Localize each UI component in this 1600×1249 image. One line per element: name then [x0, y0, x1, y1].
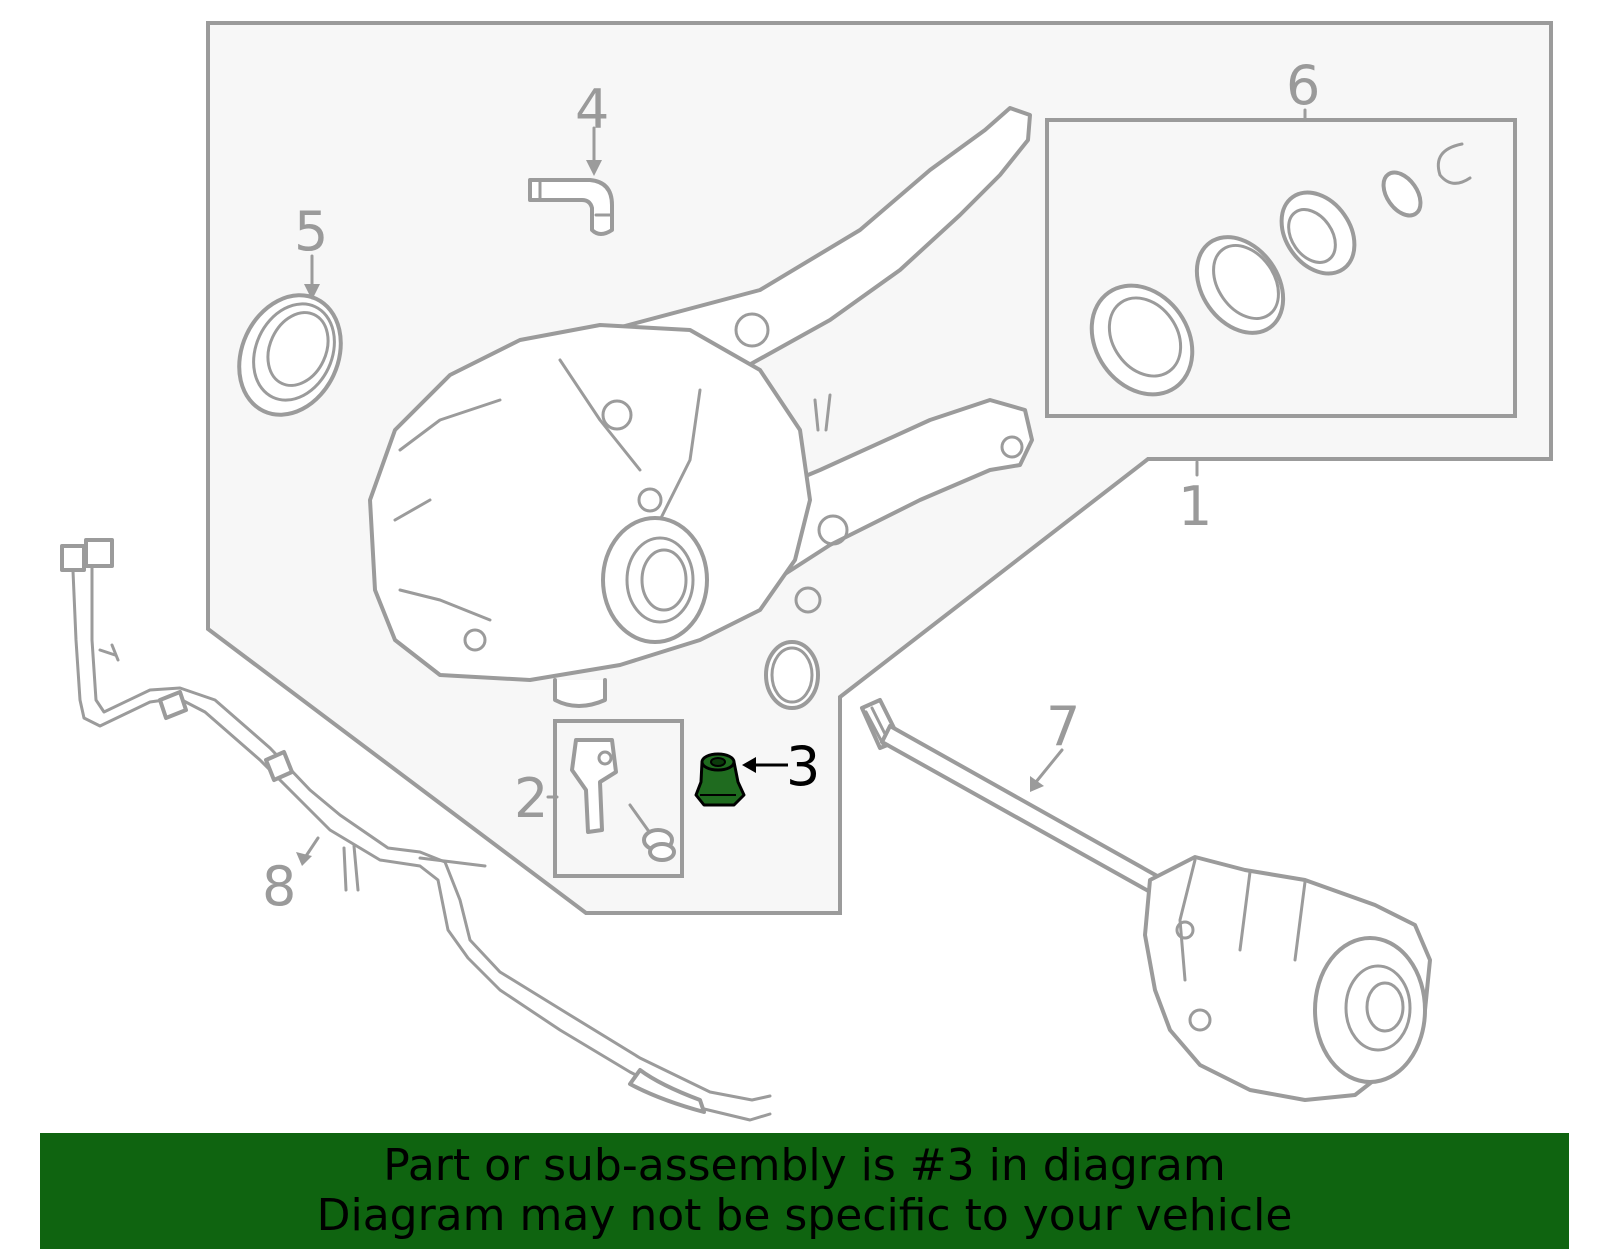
- callout-1: 1: [1178, 475, 1212, 538]
- callout-4: 4: [575, 78, 609, 141]
- info-banner: Part or sub-assembly is #3 in diagram Di…: [40, 1133, 1569, 1249]
- differential-housing[interactable]: [368, 106, 1034, 710]
- banner-line-1: Part or sub-assembly is #3 in diagram: [383, 1140, 1226, 1191]
- vent-hose[interactable]: [528, 178, 614, 236]
- mounting-bracket[interactable]: [570, 738, 618, 834]
- bearing-seal-kit[interactable]: [1071, 142, 1472, 414]
- callout-5: 5: [294, 200, 328, 263]
- banner-line-2: Diagram may not be specific to your vehi…: [316, 1190, 1293, 1241]
- callout-2: 2: [514, 767, 548, 830]
- highlighted-nut[interactable]: [694, 752, 746, 807]
- callout-3: 3: [786, 735, 820, 798]
- leader-lines: [296, 108, 1307, 866]
- bracket-bolt[interactable]: [628, 803, 676, 862]
- axle-seal[interactable]: [220, 279, 359, 432]
- wiring-harness[interactable]: [60, 538, 772, 1122]
- callout-6: 6: [1286, 54, 1320, 117]
- seal-kit-box: [1045, 118, 1517, 418]
- callout-7: 7: [1046, 695, 1080, 758]
- callout-8: 8: [262, 855, 296, 918]
- half-shaft[interactable]: [860, 698, 1432, 1102]
